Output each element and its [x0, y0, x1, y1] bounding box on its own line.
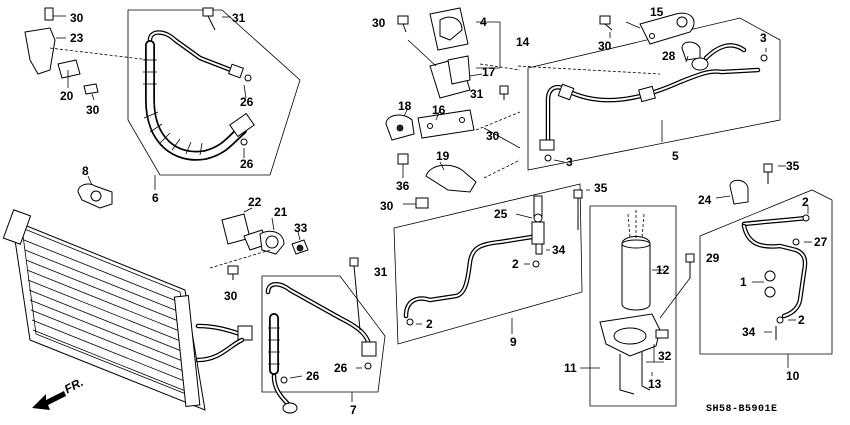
- bracket-group-22: [209, 207, 309, 280]
- callout-32: 32: [658, 349, 672, 363]
- callout-18: 18: [398, 99, 412, 113]
- callout-29: 29: [706, 251, 720, 265]
- callout-20: 20: [60, 89, 74, 103]
- callout-26: 26: [240, 95, 254, 109]
- callout-34: 34: [742, 325, 756, 339]
- condenser: [2, 209, 253, 411]
- pipe-assembly-9: [393, 183, 590, 345]
- callout-30: 30: [224, 289, 238, 303]
- callout-30: 30: [372, 16, 386, 30]
- bracket-group-16: [385, 85, 521, 209]
- bracket-group-14: [397, 7, 501, 99]
- bracket-group-15: [599, 12, 701, 63]
- callout-31: 31: [232, 11, 246, 25]
- callout-25: 25: [494, 207, 508, 221]
- callout-23: 23: [70, 31, 84, 45]
- callout-10: 10: [786, 369, 800, 383]
- callout-26: 26: [334, 361, 348, 375]
- bracket-group-23: [24, 7, 151, 101]
- callout-16: 16: [432, 103, 446, 117]
- callout-26: 26: [240, 157, 254, 171]
- callout-30: 30: [598, 39, 612, 53]
- callout-2: 2: [426, 317, 433, 331]
- callout-30: 30: [70, 11, 84, 25]
- callout-28: 28: [662, 49, 676, 63]
- callout-31: 31: [374, 265, 388, 279]
- callout-36: 36: [396, 179, 410, 193]
- callout-19: 19: [436, 149, 450, 163]
- callout-2: 2: [798, 313, 805, 327]
- callout-17: 17: [482, 65, 496, 79]
- pipe-assembly-10: [699, 163, 833, 368]
- callout-12: 12: [656, 263, 670, 277]
- callout-35: 35: [786, 159, 800, 173]
- pipe-assembly-5: [479, 17, 781, 171]
- callout-30: 30: [380, 199, 394, 213]
- callout-7: 7: [350, 403, 357, 417]
- callout-33: 33: [294, 221, 308, 235]
- callout-31: 31: [470, 87, 484, 101]
- callout-13: 13: [648, 377, 662, 391]
- callout-30: 30: [86, 103, 100, 117]
- callout-5: 5: [672, 149, 679, 163]
- callout-26: 26: [306, 369, 320, 383]
- callout-15: 15: [650, 5, 664, 19]
- callout-4: 4: [480, 15, 487, 29]
- callout-8: 8: [82, 164, 89, 178]
- callout-34: 34: [552, 243, 566, 257]
- callout-2: 2: [802, 195, 809, 209]
- callout-30: 30: [486, 129, 500, 143]
- callout-14: 14: [516, 35, 530, 49]
- clamp-8: [77, 175, 113, 209]
- callout-2: 2: [512, 257, 519, 271]
- callout-1: 1: [740, 275, 747, 289]
- front-direction-arrow: [32, 391, 66, 410]
- callout-11: 11: [564, 361, 577, 375]
- callout-9: 9: [510, 335, 517, 349]
- callout-3: 3: [760, 31, 767, 45]
- callout-6: 6: [152, 191, 159, 205]
- hose-assembly-6: [127, 7, 301, 190]
- hose-assembly-7: [261, 257, 386, 414]
- callout-22: 22: [248, 195, 262, 209]
- callout-24: 24: [698, 193, 712, 207]
- receiver-dryer-11: [580, 205, 695, 407]
- callout-21: 21: [274, 205, 288, 219]
- callout-35: 35: [594, 181, 608, 195]
- callout-27: 27: [814, 235, 828, 249]
- callout-3: 3: [566, 155, 573, 169]
- diagram-reference-code: SH58-B5901E: [706, 404, 778, 415]
